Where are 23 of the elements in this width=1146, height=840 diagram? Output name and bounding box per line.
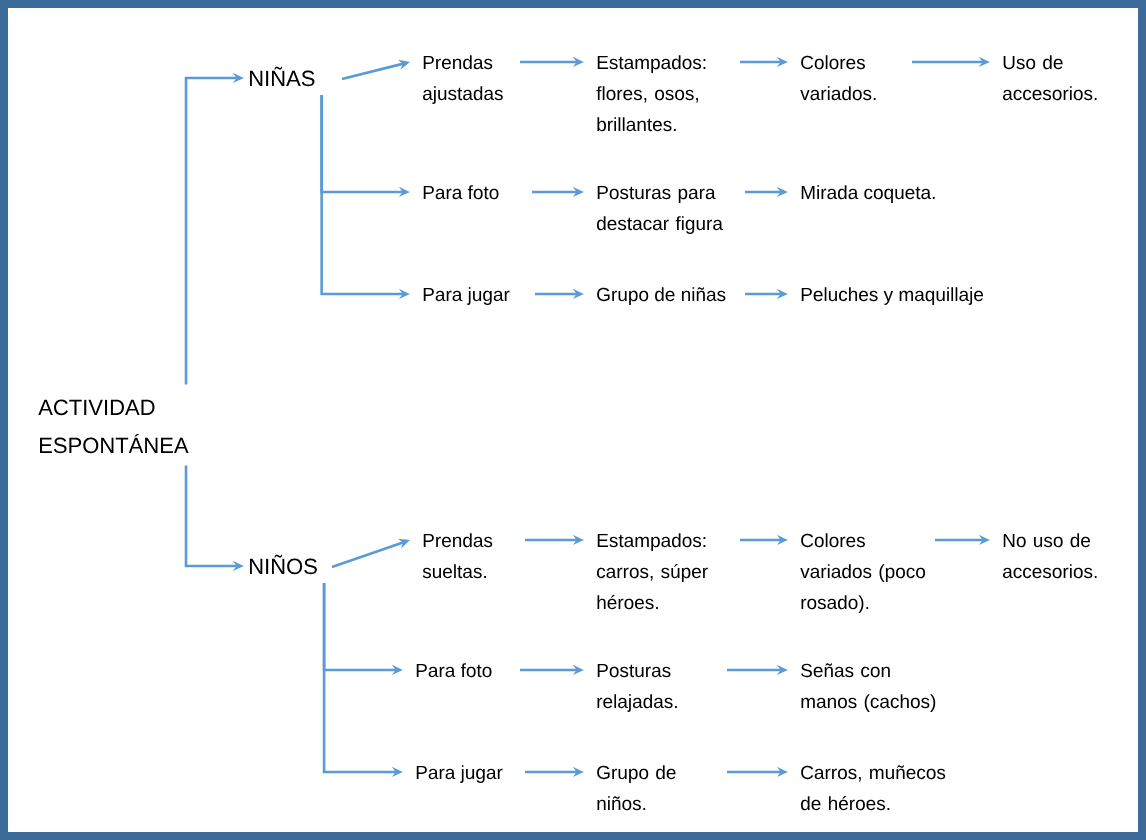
- concept-text: Mirada coqueta.: [801, 185, 935, 203]
- concept-text: NIÑAS: [250, 66, 315, 87]
- concept-text: Estampados: flores, osos, brillantes.: [596, 55, 706, 132]
- concept-text: Carros, muñecos de héroes.: [801, 765, 946, 811]
- concept-text: Grupo de niñas: [597, 287, 726, 305]
- concept-text: Para foto: [416, 663, 492, 678]
- concept-text: Colores variados (poco rosado).: [800, 533, 926, 613]
- concept-text: No uso de accesorios.: [1003, 533, 1097, 579]
- concept-text: Uso de accesorios.: [1003, 55, 1097, 101]
- concept-text: ACTIVIDAD ESPONTÁNEA: [38, 399, 189, 454]
- concept-text: Para jugar: [423, 287, 510, 305]
- concept-text: Para foto: [423, 185, 499, 200]
- concept-text: NIÑOS: [250, 554, 317, 575]
- concept-text: Peluches y maquillaje: [801, 287, 984, 305]
- concept-text: Prendas ajustadas: [423, 55, 503, 104]
- concept-text: Señas con manos (cachos): [801, 663, 936, 712]
- concept-text: Colores variados.: [800, 55, 876, 101]
- concept-text: Prendas sueltas.: [422, 533, 493, 579]
- concept-text: Posturas para destacar figura: [597, 185, 723, 234]
- concept-text: Grupo de niños.: [597, 765, 676, 811]
- concept-text: Estampados: carros, súper héroes.: [597, 533, 708, 610]
- concept-text: Para jugar: [416, 765, 503, 783]
- concept-text: Posturas relajadas.: [597, 663, 677, 712]
